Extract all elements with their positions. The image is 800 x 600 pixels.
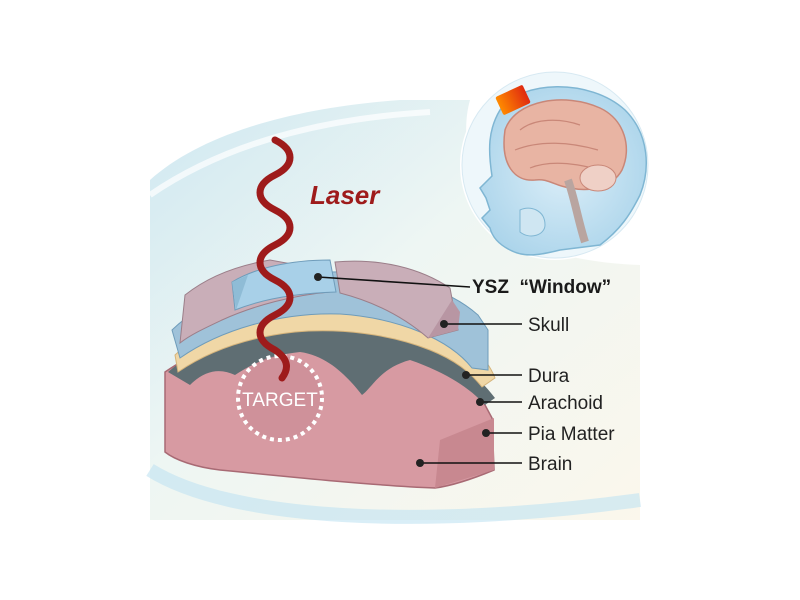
laser-label: Laser <box>310 180 381 210</box>
target-marker: TARGET <box>236 354 324 442</box>
ysz-window-label: YSZ “Window” <box>472 277 611 298</box>
laser-beam <box>256 136 294 382</box>
brainstem-icon <box>564 178 589 244</box>
ysz-window-dot <box>314 273 322 281</box>
skull-dot <box>440 320 448 328</box>
pia-matter-layer <box>168 326 495 405</box>
callout-dots <box>314 273 490 467</box>
layer-label-dura: Dura <box>528 366 570 387</box>
layer-label-brain: Brain <box>528 454 572 475</box>
layer-label-arachnoid: Arachoid <box>528 393 603 414</box>
pia-matter-dot <box>482 429 490 437</box>
cerebellum-icon <box>579 164 617 192</box>
arachnoid-dot <box>476 398 484 406</box>
brain-dot <box>416 459 424 467</box>
ysz-implant-icon <box>495 85 531 115</box>
dura-dot <box>462 371 470 379</box>
tissue-block <box>164 259 496 489</box>
head-inset <box>460 70 650 260</box>
layer-label-pia-matter: Pia Matter <box>528 424 615 445</box>
layer-label-skull: Skull <box>528 315 569 336</box>
callouts <box>317 276 522 464</box>
target-label: TARGET <box>242 390 318 411</box>
